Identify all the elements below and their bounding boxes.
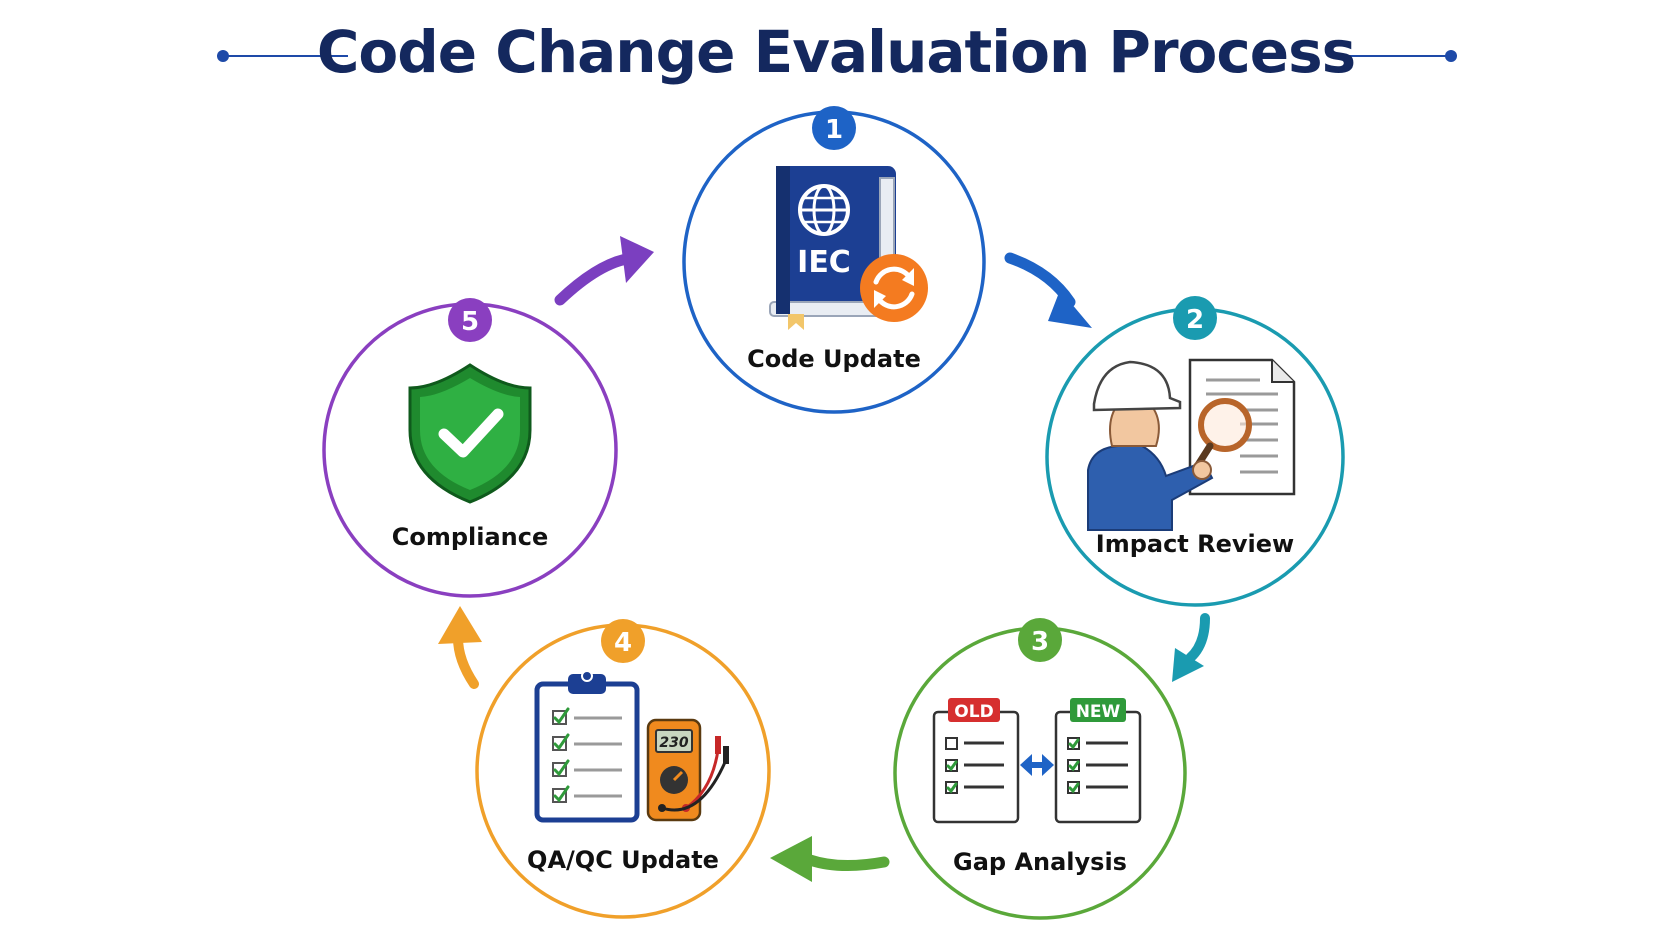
step-badge-5 <box>448 298 492 342</box>
document-comparison-icon: OLD NEW <box>932 698 1142 824</box>
step-qa-qc-update: 230 QA/QC Update 4 <box>475 619 771 919</box>
step-label-4: QA/QC Update <box>527 846 719 874</box>
refresh-icon <box>860 254 928 322</box>
new-tag: NEW <box>1076 702 1121 722</box>
old-tag: OLD <box>954 702 993 722</box>
engineer-reviewing-document-icon <box>1087 358 1296 531</box>
step-number-5: 5 <box>461 307 479 337</box>
title-rule-right <box>1328 55 1452 57</box>
step-compliance: Compliance 5 <box>322 298 618 598</box>
step-badge-2 <box>1173 296 1217 340</box>
step-label-1: Code Update <box>747 345 921 373</box>
step-badge-4 <box>601 619 645 663</box>
step-badge-3 <box>1018 618 1062 662</box>
title-rule-left-dot <box>217 50 229 62</box>
step-label-5: Compliance <box>392 523 549 551</box>
title-rule-left <box>222 55 348 57</box>
arrow-gap-analysis-to-qa-qc-update <box>770 836 890 882</box>
step-badge-1 <box>812 106 856 150</box>
step-number-4: 4 <box>614 628 632 658</box>
step-impact-review: Impact Review 2 <box>1045 296 1345 607</box>
step-number-2: 2 <box>1186 305 1204 335</box>
step-number-1: 1 <box>825 115 843 145</box>
step-number-3: 3 <box>1031 627 1049 657</box>
shield-check-icon <box>408 363 532 504</box>
step-gap-analysis: OLD NEW <box>893 618 1187 920</box>
iec-label: IEC <box>797 245 851 280</box>
arrow-impact-review-to-gap-analysis <box>1172 613 1210 682</box>
title-rule-right-dot <box>1445 50 1457 62</box>
step-label-2: Impact Review <box>1096 530 1294 558</box>
arrow-code-update-to-impact-review <box>1004 252 1092 328</box>
checklist-and-multimeter-icon: 230 <box>534 670 729 823</box>
diagram-title: Code Change Evaluation Process <box>316 18 1356 86</box>
step-code-update: IEC Code Update 1 <box>682 106 986 414</box>
arrow-compliance-to-code-update <box>554 236 654 306</box>
code-book-icon: IEC <box>769 166 928 330</box>
meter-reading: 230 <box>659 735 688 751</box>
step-label-3: Gap Analysis <box>953 848 1127 876</box>
arrow-qa-qc-update-to-compliance <box>438 606 482 689</box>
